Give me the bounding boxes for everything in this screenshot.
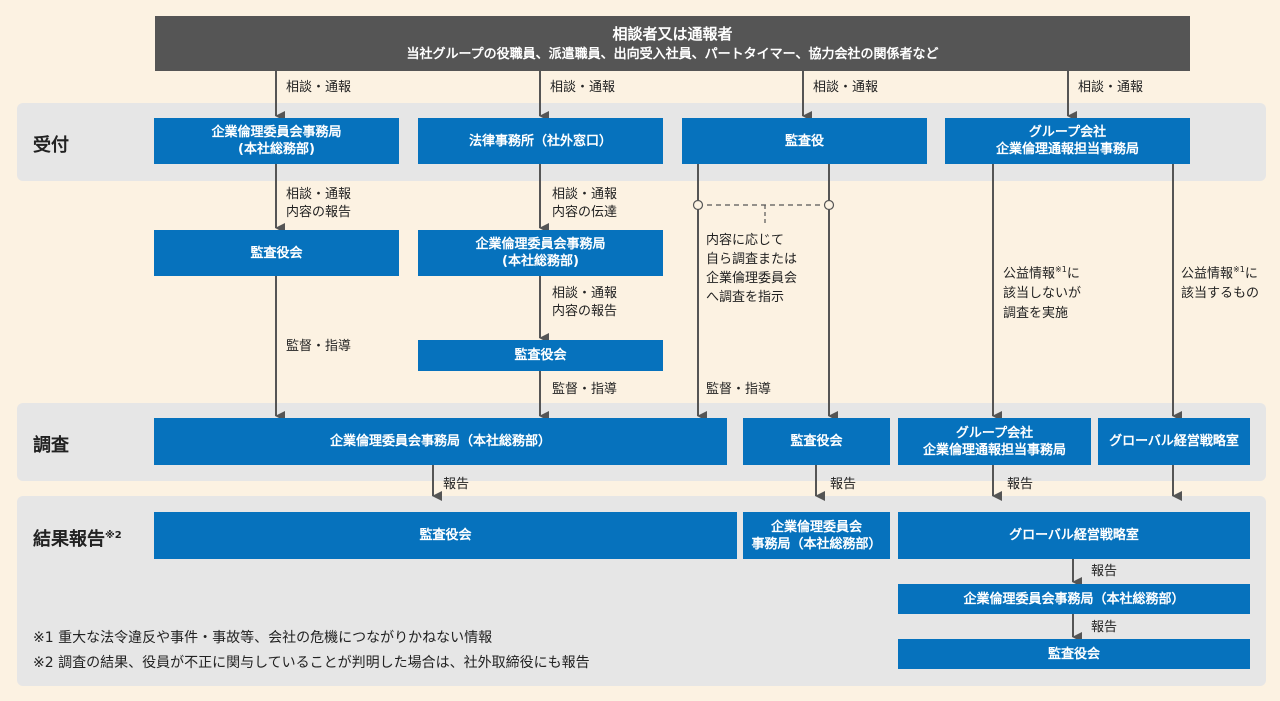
ethics-office-sub: (本社総務部): [238, 142, 315, 157]
board-of-auditors-col1-box: 監査役会: [154, 230, 399, 276]
label-col2-consult-2: 相談・通報 内容の報告: [552, 286, 618, 319]
label-report-3: 報告: [1007, 477, 1034, 492]
footnote-1: ※1 重大な法令違反や事件・事故等、会社の危機につながりかねない情報: [33, 630, 493, 646]
ethics-office-result-box: 企業倫理委員会 事務局（本社総務部）: [743, 512, 890, 559]
auditor-box: 監査役: [682, 118, 927, 164]
ethics-office-col2-box: 企業倫理委員会事務局 (本社総務部): [418, 230, 663, 276]
public-info-not-applicable: 公益情報※1に 該当しないが 調査を実施: [1003, 265, 1082, 322]
label-consult-2: 相談・通報: [550, 80, 616, 95]
ethics-office-investigation-box: 企業倫理委員会事務局（本社総務部）: [154, 418, 727, 465]
label-consult-3: 相談・通報: [813, 80, 879, 95]
ethics-office-reception-box: 企業倫理委員会事務局 (本社総務部): [154, 118, 399, 164]
board-of-auditors-col2-box: 監査役会: [418, 340, 663, 371]
label-report-2: 報告: [830, 477, 857, 492]
result-mark: ※2: [105, 530, 122, 541]
board-of-auditors-investigation-box: 監査役会: [743, 418, 890, 465]
auditor-note: 内容に応じて 自ら調査または 企業倫理委員会 へ調査を指示: [706, 233, 798, 305]
reporter-box: 相談者又は通報者 当社グループの役職員、派遣職員、出向受入社員、パートタイマー、…: [155, 16, 1190, 71]
label-report-5: 報告: [1091, 620, 1118, 635]
group-company-box: グループ会社 企業倫理通報担当事務局: [945, 118, 1190, 164]
public-info-applicable: 公益情報※1に 該当するもの: [1181, 265, 1260, 302]
stage-investigation-label: 調査: [33, 435, 69, 456]
label-report-4: 報告: [1091, 564, 1118, 579]
ethics-office-result-chain-box: 企業倫理委員会事務局（本社総務部）: [898, 584, 1250, 614]
reporter-subtitle: 当社グループの役職員、派遣職員、出向受入社員、パートタイマー、協力会社の関係者な…: [406, 46, 939, 62]
group-company-line2: 企業倫理通報担当事務局: [995, 142, 1139, 157]
group-company-investigation-box: グループ会社 企業倫理通報担当事務局: [898, 418, 1091, 465]
label-col2-supervise: 監督・指導: [552, 382, 618, 397]
footnote-2: ※2 調査の結果、役員が不正に関与していることが判明した場合は、社外取締役にも報…: [33, 655, 590, 671]
global-strategy-investigation-box: グローバル経営戦略室: [1098, 418, 1250, 465]
global-strategy-result-box: グローバル経営戦略室: [898, 512, 1250, 559]
label-col1-consult: 相談・通報 内容の報告: [286, 187, 352, 220]
label-col2-consult: 相談・通報 内容の伝達: [552, 187, 618, 220]
board-of-auditors-result-box: 監査役会: [154, 512, 737, 559]
label-col1-supervise: 監督・指導: [286, 339, 352, 354]
ethics-office-name: 企業倫理委員会事務局: [211, 125, 342, 140]
stage-reception-label: 受付: [33, 135, 69, 156]
stage-result-label: 結果報告※2: [33, 529, 122, 550]
board-of-auditors-final-box: 監査役会: [898, 639, 1250, 669]
law-firm-box: 法律事務所（社外窓口）: [418, 118, 663, 164]
group-company-line1: グループ会社: [1028, 125, 1107, 140]
label-report-1: 報告: [443, 477, 470, 492]
label-consult-1: 相談・通報: [286, 80, 352, 95]
reporter-title: 相談者又は通報者: [612, 24, 733, 43]
label-col3-supervise: 監督・指導: [706, 382, 772, 397]
label-consult-4: 相談・通報: [1078, 80, 1144, 95]
